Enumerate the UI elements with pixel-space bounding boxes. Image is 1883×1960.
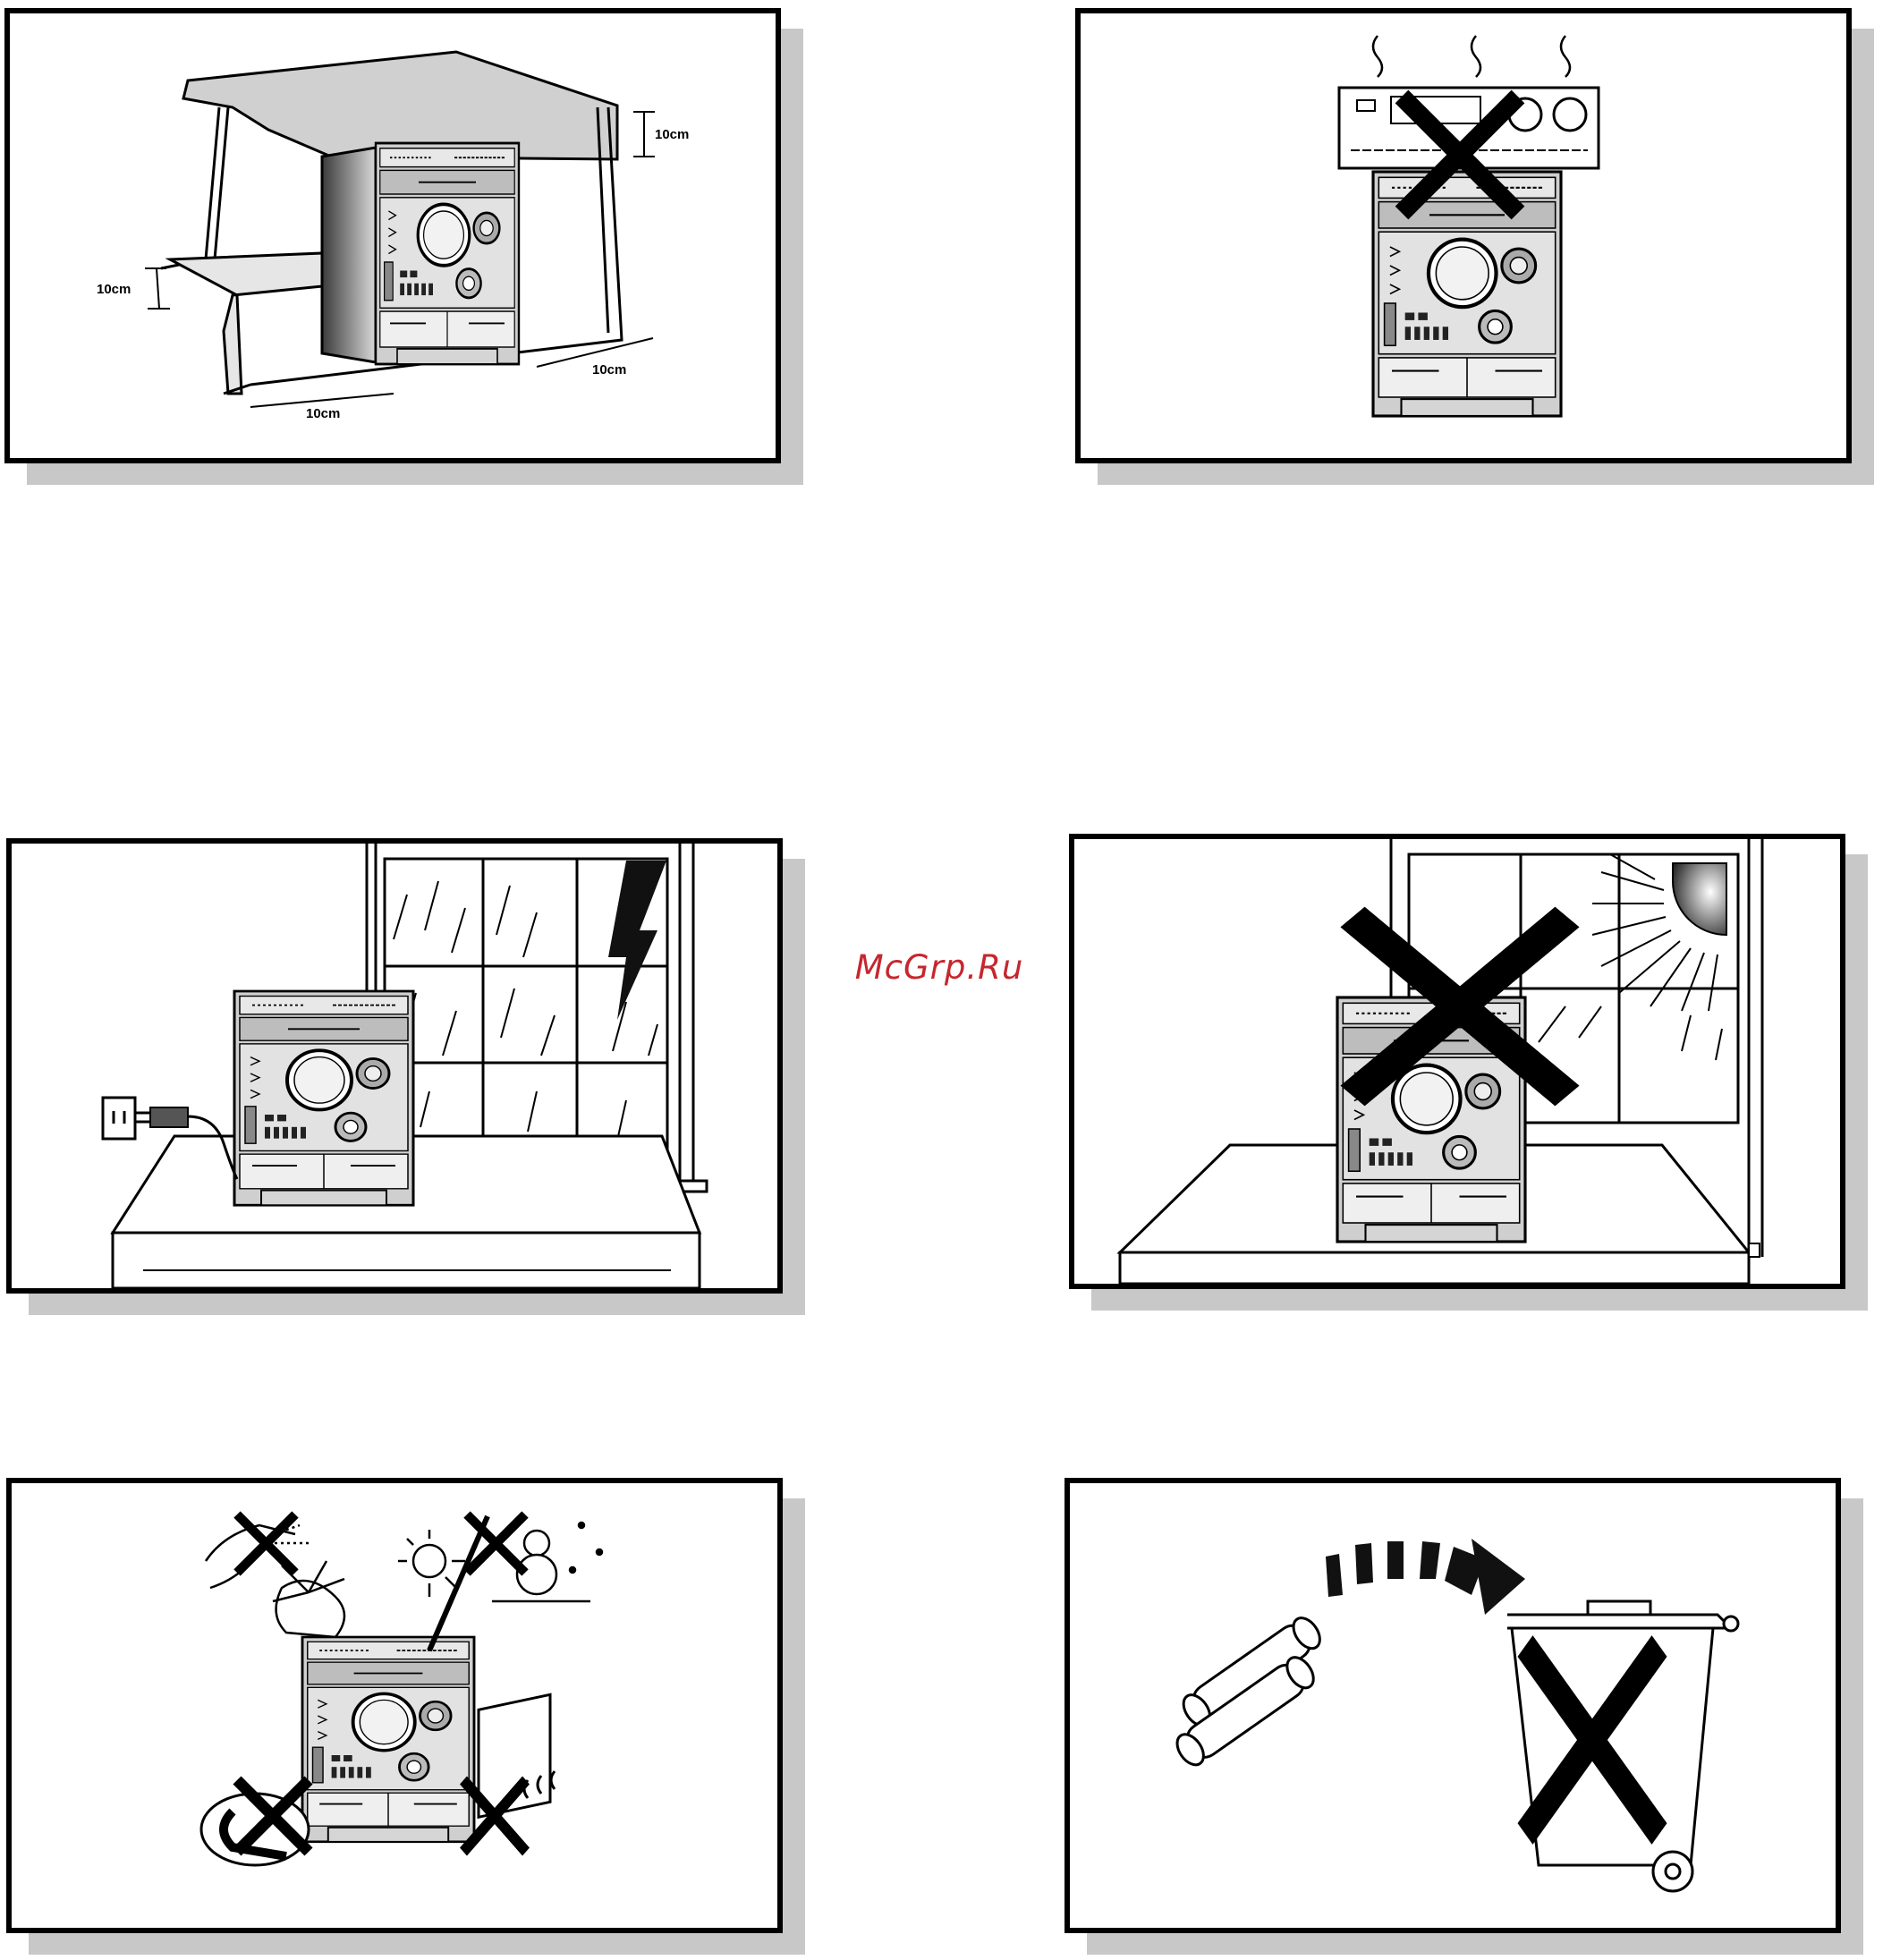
panel-ventilation-clearance: 10cm 10cm 10cm 10cm — [0, 0, 805, 488]
power-outlet-icon — [103, 1098, 135, 1139]
watermark: McGrp.Ru — [832, 948, 1047, 987]
clearance-top-label: 10cm — [655, 127, 689, 142]
panel-avoid-moisture-heat-cold-magnets — [0, 1472, 814, 1960]
panel-battery-disposal — [1060, 1472, 1883, 1960]
clearance-back-label: 10cm — [592, 362, 626, 378]
clearance-side-label: 10cm — [97, 282, 131, 297]
panel-no-direct-sunlight — [1064, 827, 1883, 1315]
panel-no-heat-source-on-top — [1069, 0, 1883, 488]
clearance-front-label: 10cm — [306, 406, 340, 421]
panel-unplug-during-storm — [0, 832, 814, 1319]
